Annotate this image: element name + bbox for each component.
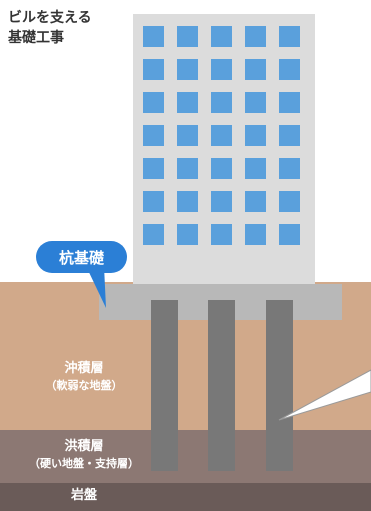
bedrock-label: 岩盤 bbox=[0, 487, 168, 505]
diluvial-name: 洪積層 bbox=[64, 439, 104, 454]
building-window bbox=[143, 191, 164, 212]
building-window bbox=[177, 59, 198, 80]
callout-wedge bbox=[278, 369, 371, 421]
building-windows bbox=[143, 26, 300, 245]
building-window bbox=[211, 191, 232, 212]
building-window bbox=[245, 125, 266, 146]
title-line-2: 基礎工事 bbox=[8, 30, 64, 46]
badge-pointer bbox=[86, 266, 106, 308]
alluvial-note: （軟弱な地盤） bbox=[45, 379, 123, 392]
diluvial-note: （硬い地盤・支持層） bbox=[29, 457, 139, 470]
building-window bbox=[143, 92, 164, 113]
building-window bbox=[245, 191, 266, 212]
building-window bbox=[279, 92, 300, 113]
pile-foundation-badge: 杭基礎 bbox=[36, 241, 127, 273]
foundation-pile bbox=[151, 300, 178, 471]
alluvial-name: 沖積層 bbox=[64, 361, 104, 376]
diluvial-label: 洪積層 （硬い地盤・支持層） bbox=[0, 438, 168, 471]
building-window bbox=[279, 26, 300, 47]
building-window bbox=[245, 26, 266, 47]
building-window bbox=[279, 59, 300, 80]
building-window bbox=[211, 224, 232, 245]
building-window bbox=[211, 92, 232, 113]
bedrock-layer: 岩盤 bbox=[0, 483, 371, 511]
diagram-title: ビルを支える 基礎工事 bbox=[8, 8, 92, 48]
building-window bbox=[177, 224, 198, 245]
building-window bbox=[211, 59, 232, 80]
building-window bbox=[245, 158, 266, 179]
building-window bbox=[245, 59, 266, 80]
bedrock-name: 岩盤 bbox=[70, 488, 97, 503]
foundation-pile bbox=[266, 300, 293, 471]
building-window bbox=[143, 125, 164, 146]
building-window bbox=[245, 224, 266, 245]
building-window bbox=[211, 158, 232, 179]
building-window bbox=[177, 92, 198, 113]
building-window bbox=[143, 158, 164, 179]
building-window bbox=[279, 191, 300, 212]
building-window bbox=[279, 125, 300, 146]
building-window bbox=[279, 224, 300, 245]
building-window bbox=[177, 125, 198, 146]
building-window bbox=[143, 59, 164, 80]
foundation-pile bbox=[208, 300, 235, 471]
building-window bbox=[177, 26, 198, 47]
building-window bbox=[279, 158, 300, 179]
title-line-1: ビルを支える bbox=[8, 10, 92, 26]
building-window bbox=[177, 158, 198, 179]
diluvial-layer: 洪積層 （硬い地盤・支持層） bbox=[0, 430, 371, 483]
building-window bbox=[143, 224, 164, 245]
building-window bbox=[245, 92, 266, 113]
building bbox=[133, 14, 315, 286]
building-window bbox=[211, 26, 232, 47]
building-window bbox=[177, 191, 198, 212]
building-window bbox=[143, 26, 164, 47]
building-window bbox=[211, 125, 232, 146]
alluvial-label: 沖積層 （軟弱な地盤） bbox=[0, 360, 168, 393]
